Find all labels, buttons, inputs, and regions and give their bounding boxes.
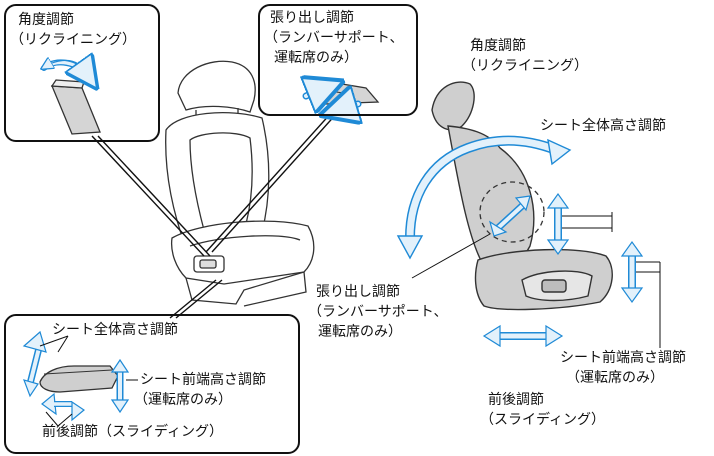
seat-switch-illustration bbox=[22, 330, 138, 427]
seat-side-view bbox=[431, 81, 613, 311]
recline-arc-arrow bbox=[396, 135, 572, 260]
lumbar-arrow bbox=[488, 195, 531, 237]
callout-recline bbox=[4, 4, 160, 142]
side-lumbar-title: 張り出し調節 bbox=[316, 284, 400, 300]
front-height-label: シート前端高さ調節 bbox=[140, 372, 266, 388]
side-seat-height-label: シート全体高さ調節 bbox=[540, 118, 666, 134]
side-slide-sub: （スライディング） bbox=[480, 412, 606, 428]
callout-pointer-lines bbox=[91, 111, 339, 319]
side-slide-title: 前後調節 bbox=[488, 392, 544, 408]
lumbar-label-driver: 運転席のみ） bbox=[274, 50, 358, 66]
side-recline-title: 角度調節 bbox=[470, 38, 526, 54]
slide-arrow bbox=[482, 324, 564, 348]
side-front-height-label: シート前端高さ調節 bbox=[560, 350, 686, 366]
recline-lever-illustration bbox=[44, 60, 101, 135]
lumbar-label-pointer bbox=[411, 233, 491, 279]
recline-label-title: 角度調節 bbox=[18, 12, 74, 28]
seat-height-arrow bbox=[546, 192, 613, 256]
callout-seat-switch bbox=[4, 314, 300, 454]
seat-height-label: シート全体高さ調節 bbox=[52, 322, 178, 338]
front-height-driver-label: （運転席のみ） bbox=[134, 392, 232, 408]
seat-line-drawing bbox=[165, 60, 315, 307]
lumbar-switch-illustration bbox=[306, 80, 380, 110]
side-recline-sub: （リクライニング） bbox=[462, 58, 588, 74]
lumbar-label-title: 張り出し調節 bbox=[270, 10, 354, 26]
lumbar-label-sub: （ランバーサポート、 bbox=[264, 30, 404, 46]
side-front-height-driver: （運転席のみ） bbox=[566, 370, 664, 386]
fore-aft-label: 前後調節（スライディング） bbox=[42, 424, 224, 440]
recline-label-sub: （リクライニング） bbox=[10, 32, 136, 48]
side-lumbar-driver: 運転席のみ） bbox=[318, 324, 402, 340]
front-height-arrow bbox=[620, 240, 661, 348]
callout-lumbar bbox=[258, 4, 418, 116]
side-lumbar-sub: （ランバーサポート、 bbox=[308, 304, 448, 320]
